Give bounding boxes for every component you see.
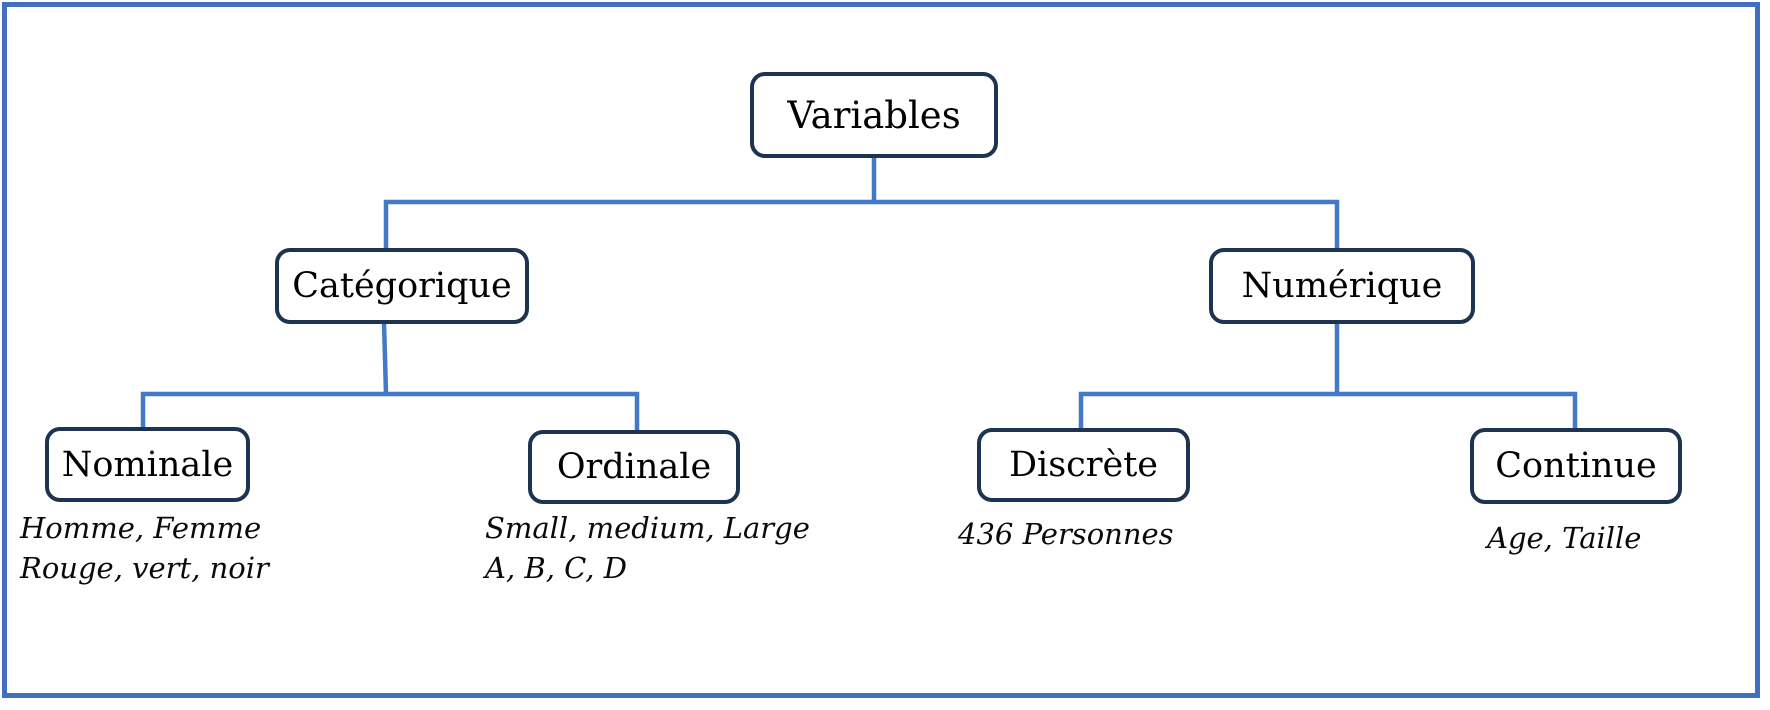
examples-continue: Age, Taille: [1487, 518, 1641, 558]
examples-discrete: 436 Personnes: [958, 514, 1174, 554]
connector-level2-left: [140, 391, 640, 431]
node-ordinale: Ordinale: [528, 430, 740, 504]
node-numerique-label: Numérique: [1241, 266, 1443, 306]
node-categorique: Catégorique: [275, 248, 529, 324]
connector-categorical-stem: [381, 321, 389, 395]
examples-nominale: Homme, Femme Rouge, vert, noir: [20, 508, 269, 588]
node-nominale-label: Nominale: [61, 444, 234, 485]
node-nominale: Nominale: [45, 427, 250, 502]
connector-level1: [383, 199, 1340, 249]
examples-nominale-line1: Homme, Femme: [20, 511, 262, 545]
node-discrete-label: Discrète: [1008, 445, 1159, 485]
node-ordinale-label: Ordinale: [556, 447, 712, 487]
examples-ordinale-line1: Small, medium, Large: [485, 511, 810, 545]
node-continue: Continue: [1470, 428, 1682, 504]
examples-nominale-line2: Rouge, vert, noir: [20, 551, 269, 585]
node-discrete: Discrète: [977, 428, 1190, 502]
node-categorique-label: Catégorique: [292, 266, 512, 306]
examples-discrete-line1: 436 Personnes: [958, 517, 1174, 551]
examples-ordinale-line2: A, B, C, D: [485, 551, 627, 585]
node-continue-label: Continue: [1495, 446, 1657, 486]
node-variables-label: Variables: [787, 93, 961, 137]
examples-continue-line1: Age, Taille: [1487, 521, 1642, 555]
examples-ordinale: Small, medium, Large A, B, C, D: [485, 508, 810, 588]
connector-level2-right: [1078, 391, 1578, 431]
node-variables: Variables: [750, 72, 998, 158]
node-numerique: Numérique: [1209, 248, 1475, 324]
